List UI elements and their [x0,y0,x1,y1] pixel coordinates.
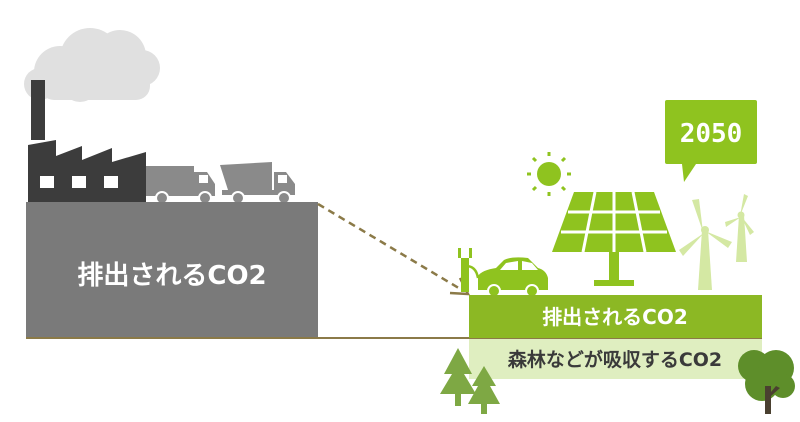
left-emission-block [26,202,318,338]
smoke-cloud-icon [24,28,160,102]
year-callout: 2050 [665,100,757,182]
dump-truck-icon [220,162,295,205]
round-tree-icon [738,350,795,414]
absorption-label: 森林などが吸収するCO2 [508,348,722,371]
sun-icon [527,152,571,196]
solar-panel-icon [552,191,676,286]
left-emission-label: 排出されるCO2 [77,261,266,291]
absorption-block [469,339,762,379]
year-label: 2050 [680,119,743,149]
factory-icon [28,80,146,202]
right-emission-label: 排出されるCO2 [542,305,688,329]
conifer-tree-icon [440,348,500,414]
wind-turbine-icon [679,194,754,290]
right-emission-block [469,295,762,338]
box-truck-icon [146,166,215,205]
electric-car-icon [458,248,548,298]
reduction-arrow [317,202,471,296]
